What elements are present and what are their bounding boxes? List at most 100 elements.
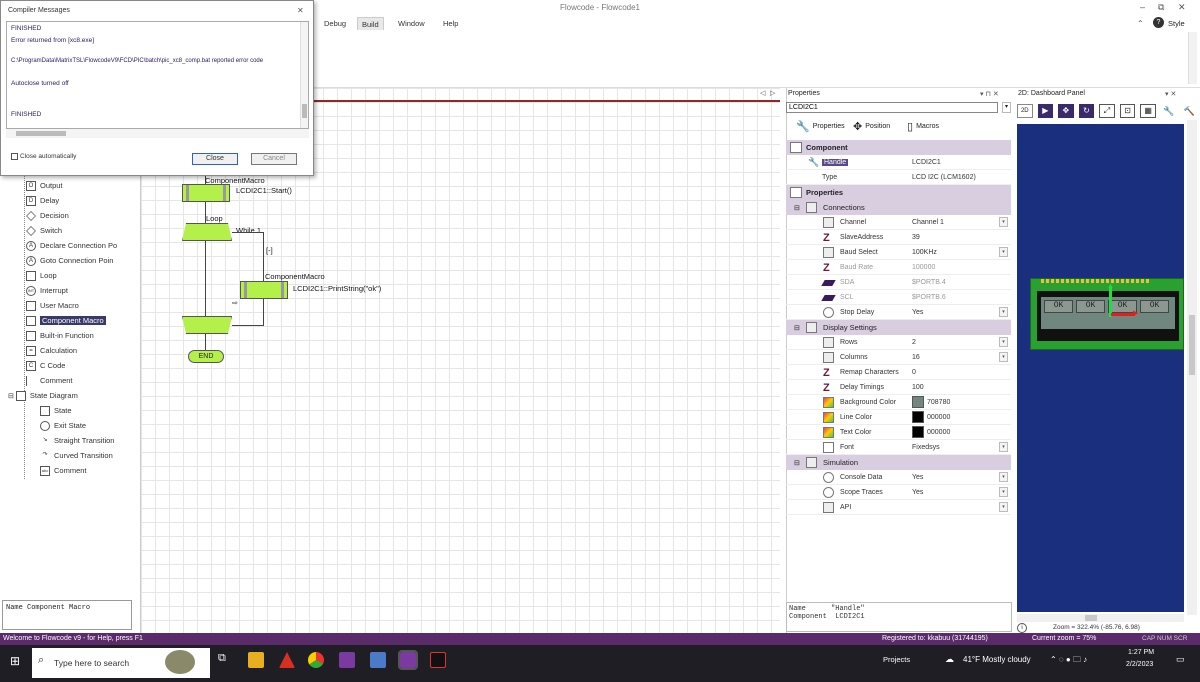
section-display-settings[interactable]: ⊟Display Settings <box>786 320 1011 335</box>
dropdown-arrow-icon[interactable]: ▾ <box>999 247 1008 257</box>
section-component[interactable]: Component <box>786 140 1011 155</box>
prop-row-api[interactable]: API▾ <box>786 500 1011 515</box>
menu-build[interactable]: Build <box>357 17 384 31</box>
dashboard-horizontal-scrollbar[interactable] <box>1017 614 1184 622</box>
taskbar-projects[interactable]: Projects <box>883 655 911 664</box>
compiler-output-text[interactable]: FINISHED Error returned from [xc8.exe] C… <box>6 21 309 129</box>
dashboard-pin-icon[interactable]: ▾ ✕ <box>1165 91 1177 98</box>
tab-position[interactable]: ✥Position <box>853 121 891 133</box>
component-search-dropdown-icon[interactable]: ▾ <box>1002 102 1011 113</box>
dialog-horizontal-scrollbar[interactable] <box>6 129 309 138</box>
menu-debug[interactable]: Debug <box>324 19 347 28</box>
task-view-icon[interactable]: ⧉ <box>218 652 226 664</box>
text-color-swatch[interactable] <box>912 426 924 438</box>
tools-icon[interactable]: 🔨 <box>1183 106 1195 116</box>
properties-wrench-icon[interactable]: 🔧 <box>1163 106 1175 116</box>
ribbon-scrollbar[interactable] <box>1188 32 1197 84</box>
tree-item-calculation[interactable]: =Calculation <box>26 343 77 358</box>
section-properties[interactable]: Properties <box>786 185 1011 200</box>
tree-item-exit-state[interactable]: Exit State <box>40 418 86 433</box>
minimize-icon[interactable]: – <box>1140 2 1146 12</box>
tree-item-state[interactable]: State <box>40 403 72 418</box>
dialog-close-icon[interactable]: ✕ <box>297 6 304 15</box>
dropdown-arrow-icon[interactable]: ▾ <box>999 352 1008 362</box>
notification-icon[interactable]: ▭ <box>1176 654 1185 664</box>
canvas-nav-left-icon[interactable]: ◁ <box>760 90 766 97</box>
move-icon[interactable]: ✥ <box>1058 104 1074 118</box>
dashboard-canvas[interactable] <box>1017 124 1184 612</box>
taskbar-date[interactable]: 2/2/2023 <box>1126 661 1154 668</box>
dropdown-arrow-icon[interactable]: ▾ <box>999 502 1008 512</box>
app-blue-icon[interactable] <box>370 652 386 668</box>
zoom-fit-icon[interactable]: ⊡ <box>1119 104 1136 118</box>
2d-view-icon[interactable]: 2D <box>1017 104 1033 118</box>
pointer-icon[interactable]: ▶ <box>1037 104 1054 118</box>
dropdown-arrow-icon[interactable]: ▾ <box>999 307 1008 317</box>
grid-icon[interactable]: ▦ <box>1140 104 1156 118</box>
lcd-i2c-component[interactable]: OK OK OK OK ▲ ▶ <box>1030 278 1184 350</box>
component-macro-printstring-block[interactable] <box>240 281 288 299</box>
close-window-icon[interactable]: ✕ <box>1178 2 1186 12</box>
end-terminator[interactable]: END <box>188 350 224 363</box>
tree-item-comment[interactable]: Comment <box>26 373 73 388</box>
tree-item-state-diagram[interactable]: ⊟State Diagram <box>8 390 78 401</box>
resize-icon[interactable]: ⤢ <box>1099 104 1115 118</box>
menu-window[interactable]: Window <box>398 19 425 28</box>
file-explorer-icon[interactable] <box>248 652 264 668</box>
flowchart-canvas[interactable] <box>140 88 780 633</box>
dropdown-arrow-icon[interactable]: ▾ <box>999 472 1008 482</box>
dropdown-arrow-icon[interactable]: ▾ <box>999 217 1008 227</box>
close-automatically-checkbox[interactable] <box>11 153 18 160</box>
rotate-icon[interactable]: ↻ <box>1078 104 1095 118</box>
dropdown-arrow-icon[interactable]: ▾ <box>999 487 1008 497</box>
tree-item-component-macro[interactable]: Component Macro <box>26 313 106 328</box>
taskbar-time[interactable]: 1:27 PM <box>1128 649 1155 656</box>
panel-pin-icon[interactable]: ▾ ⊓ ✕ <box>980 91 999 98</box>
tab-properties[interactable]: 🔧Properties <box>796 121 845 133</box>
close-button[interactable]: Close <box>192 153 238 165</box>
tree-item-decision[interactable]: Decision <box>26 208 69 223</box>
x-axis-gizmo[interactable] <box>1111 313 1135 316</box>
collapse-ribbon-icon[interactable]: ⌃ <box>1137 19 1144 28</box>
loop-start-block[interactable] <box>182 223 232 241</box>
menu-help[interactable]: Help <box>443 19 459 28</box>
chrome-icon[interactable] <box>308 652 324 668</box>
dropdown-arrow-icon[interactable]: ▾ <box>999 442 1008 452</box>
dropdown-arrow-icon[interactable]: ▾ <box>999 337 1008 347</box>
style-menu[interactable]: Style <box>1168 19 1185 28</box>
dialog-vertical-scrollbar[interactable] <box>300 22 308 128</box>
pickit-icon[interactable] <box>430 652 446 668</box>
y-axis-gizmo[interactable] <box>1109 287 1112 317</box>
tab-macros[interactable]: ▯Macros <box>907 121 940 133</box>
component-macro-start-block[interactable] <box>182 184 230 202</box>
loop-end-block[interactable] <box>182 316 232 334</box>
tray-icons[interactable]: ⌃ ◌ ● 🗀 ♪ <box>1050 655 1088 664</box>
line-color-swatch[interactable] <box>912 411 924 423</box>
background-color-swatch[interactable] <box>912 396 924 408</box>
windows-start-icon[interactable]: ⊞ <box>10 654 21 668</box>
tree-item-switch[interactable]: Switch <box>26 223 62 238</box>
canvas-nav-right-icon[interactable]: ▷ <box>770 90 776 97</box>
tree-item-user-macro[interactable]: User Macro <box>26 298 79 313</box>
info-icon[interactable]: i <box>1017 623 1027 633</box>
help-icon[interactable]: ? <box>1153 17 1164 28</box>
flowcode-icon[interactable] <box>339 652 355 668</box>
